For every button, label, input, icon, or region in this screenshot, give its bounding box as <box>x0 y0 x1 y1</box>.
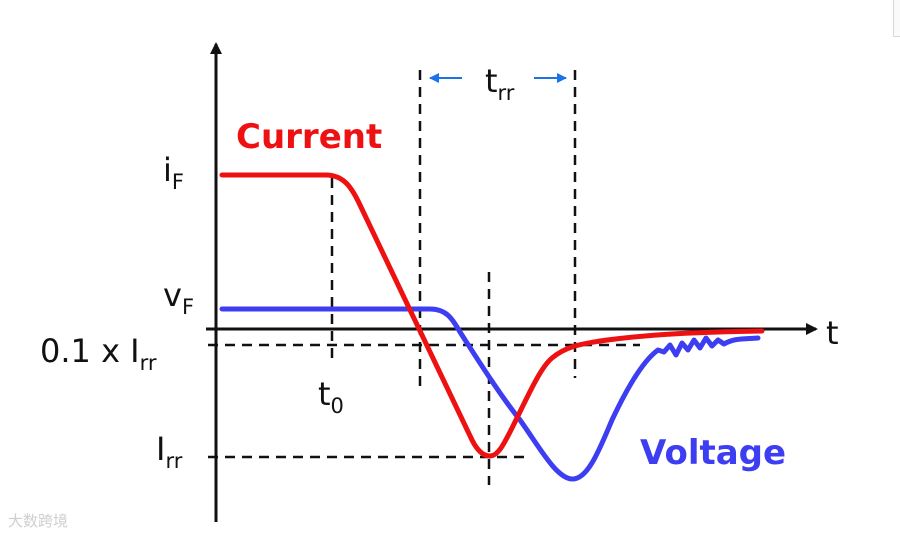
irr-label: Irr <box>156 430 183 473</box>
current-curve <box>219 172 765 459</box>
pct-irr-label: 0.1 x Irr <box>40 332 157 375</box>
vf-label: vF <box>163 276 194 319</box>
t0-label: t0 <box>318 375 344 418</box>
if-label: iF <box>163 151 184 194</box>
current-label: Current <box>236 117 382 157</box>
t-axis-label: t <box>826 314 839 352</box>
voltage-curve <box>219 306 761 482</box>
voltage-label: Voltage <box>640 433 786 473</box>
window-edge-mark <box>893 0 900 37</box>
trr-label: trr <box>485 62 515 105</box>
watermark: 大数跨境 <box>8 512 69 530</box>
